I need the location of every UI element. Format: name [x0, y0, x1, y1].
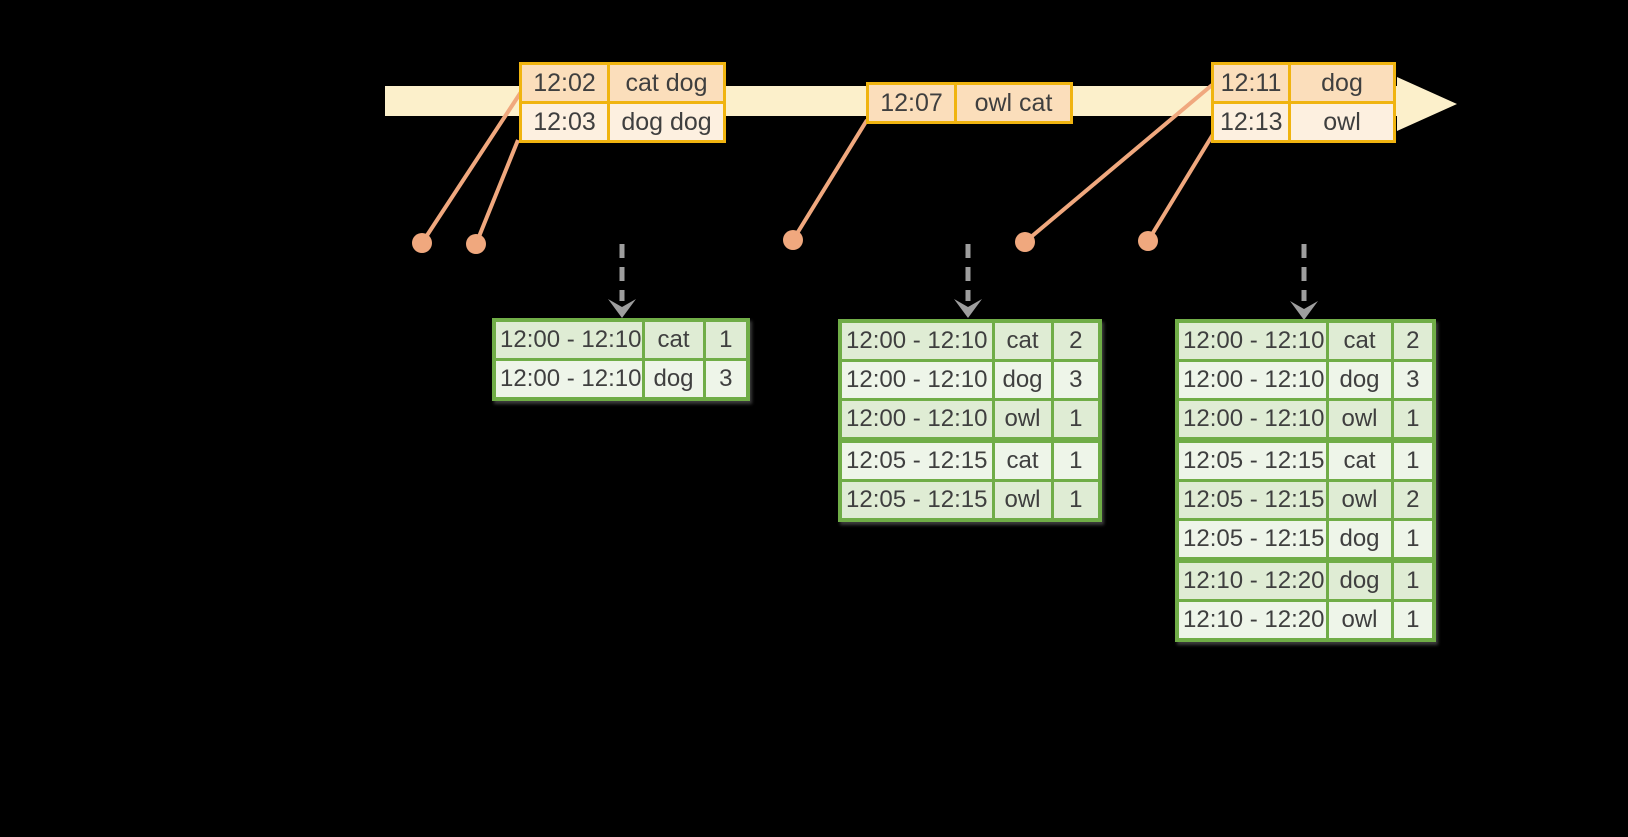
- count-cell: 1: [1050, 479, 1102, 522]
- word-cell: dog: [1325, 557, 1394, 602]
- word-cell: dog: [991, 359, 1054, 401]
- arrowhead-icon: [954, 299, 982, 318]
- word-cell: owl: [991, 398, 1054, 442]
- event-line: [1146, 129, 1217, 243]
- event-line: [791, 118, 869, 242]
- timeline-arrowhead: [1397, 77, 1457, 131]
- count-cell: 1: [1050, 398, 1102, 442]
- word-cell: cat: [991, 437, 1054, 482]
- count-cell: 1: [1390, 437, 1436, 482]
- event-dots: [412, 230, 1158, 254]
- event-dot-icon: [783, 230, 803, 250]
- table-row: 12:05 - 12:15 owl 2: [1175, 479, 1436, 521]
- table-row: 12:00 - 12:10 dog 3: [492, 358, 750, 401]
- result-table-1: 12:00 - 12:10 cat 1 12:00 - 12:10 dog 3: [492, 318, 750, 401]
- event-words-cell: owl: [1288, 101, 1396, 143]
- table-row: 12:10 - 12:20 owl 1: [1175, 599, 1436, 642]
- word-cell: cat: [641, 318, 706, 361]
- count-cell: 3: [702, 358, 750, 401]
- count-cell: 2: [1050, 319, 1102, 362]
- window-cell: 12:00 - 12:10: [838, 398, 995, 442]
- word-cell: owl: [1325, 479, 1394, 521]
- word-cell: cat: [1325, 437, 1394, 482]
- event-line: [1023, 83, 1214, 244]
- table-row: 12:13 owl: [1211, 101, 1396, 143]
- window-cell: 12:00 - 12:10: [492, 358, 645, 401]
- window-cell: 12:05 - 12:15: [1175, 437, 1329, 482]
- trigger-arrowheads: [608, 299, 1318, 320]
- word-cell: dog: [641, 358, 706, 401]
- count-cell: 1: [702, 318, 750, 361]
- table-row: 12:00 - 12:10 cat 2: [1175, 319, 1436, 362]
- window-cell: 12:05 - 12:15: [1175, 518, 1329, 562]
- event-dot-icon: [412, 233, 432, 253]
- event-time-cell: 12:11: [1211, 62, 1291, 104]
- count-cell: 1: [1390, 557, 1436, 602]
- window-cell: 12:00 - 12:10: [1175, 398, 1329, 442]
- event-dot-icon: [1138, 231, 1158, 251]
- table-row: 12:00 - 12:10 dog 3: [838, 359, 1102, 401]
- count-cell: 3: [1050, 359, 1102, 401]
- table-row: 12:00 - 12:10 owl 1: [1175, 398, 1436, 442]
- window-cell: 12:00 - 12:10: [1175, 319, 1329, 362]
- word-cell: owl: [991, 479, 1054, 522]
- result-table-2: 12:00 - 12:10 cat 2 12:00 - 12:10 dog 3 …: [838, 319, 1102, 522]
- event-dot-icon: [466, 234, 486, 254]
- table-row: 12:05 - 12:15 owl 1: [838, 479, 1102, 522]
- event-table-3: 12:11 dog 12:13 owl: [1211, 62, 1396, 143]
- word-cell: owl: [1325, 599, 1394, 642]
- event-words-cell: owl cat: [954, 82, 1073, 124]
- event-time-cell: 12:13: [1211, 101, 1291, 143]
- event-words-cell: dog dog: [607, 101, 726, 143]
- table-row: 12:03 dog dog: [519, 101, 726, 143]
- window-cell: 12:05 - 12:15: [838, 479, 995, 522]
- event-connector-lines: [420, 83, 1217, 245]
- count-cell: 1: [1390, 599, 1436, 642]
- window-cell: 12:00 - 12:10: [492, 318, 645, 361]
- table-row: 12:05 - 12:15 cat 1: [1175, 437, 1436, 482]
- event-table-1: 12:02 cat dog 12:03 dog dog: [519, 62, 726, 143]
- event-words-cell: dog: [1288, 62, 1396, 104]
- table-row: 12:00 - 12:10 cat 1: [492, 318, 750, 361]
- event-time-cell: 12:02: [519, 62, 610, 104]
- table-row: 12:00 - 12:10 dog 3: [1175, 359, 1436, 401]
- table-row: 12:00 - 12:10 cat 2: [838, 319, 1102, 362]
- event-dot-icon: [1015, 232, 1035, 252]
- arrowhead-icon: [608, 299, 636, 318]
- count-cell: 3: [1390, 359, 1436, 401]
- count-cell: 1: [1390, 518, 1436, 562]
- table-row: 12:00 - 12:10 owl 1: [838, 398, 1102, 442]
- window-cell: 12:05 - 12:15: [1175, 479, 1329, 521]
- window-cell: 12:05 - 12:15: [838, 437, 995, 482]
- table-row: 12:11 dog: [1211, 62, 1396, 104]
- table-row: 12:02 cat dog: [519, 62, 726, 104]
- table-row: 12:05 - 12:15 cat 1: [838, 437, 1102, 482]
- window-cell: 12:10 - 12:20: [1175, 599, 1329, 642]
- count-cell: 2: [1390, 319, 1436, 362]
- table-row: 12:10 - 12:20 dog 1: [1175, 557, 1436, 602]
- arrowhead-icon: [1290, 301, 1318, 320]
- word-cell: dog: [1325, 359, 1394, 401]
- count-cell: 1: [1050, 437, 1102, 482]
- word-cell: cat: [991, 319, 1054, 362]
- event-words-cell: cat dog: [607, 62, 726, 104]
- event-table-2: 12:07 owl cat: [866, 82, 1073, 124]
- window-cell: 12:10 - 12:20: [1175, 557, 1329, 602]
- table-row: 12:05 - 12:15 dog 1: [1175, 518, 1436, 562]
- event-time-cell: 12:07: [866, 82, 957, 124]
- trigger-arrow-lines: [619, 244, 1307, 301]
- window-cell: 12:00 - 12:10: [838, 319, 995, 362]
- word-cell: cat: [1325, 319, 1394, 362]
- window-cell: 12:00 - 12:10: [838, 359, 995, 401]
- count-cell: 2: [1390, 479, 1436, 521]
- result-table-3: 12:00 - 12:10 cat 2 12:00 - 12:10 dog 3 …: [1175, 319, 1436, 642]
- event-line: [420, 90, 523, 245]
- event-time-cell: 12:03: [519, 101, 610, 143]
- count-cell: 1: [1390, 398, 1436, 442]
- word-cell: owl: [1325, 398, 1394, 442]
- table-row: 12:07 owl cat: [866, 82, 1073, 124]
- word-cell: dog: [1325, 518, 1394, 562]
- event-line: [474, 139, 520, 245]
- window-cell: 12:00 - 12:10: [1175, 359, 1329, 401]
